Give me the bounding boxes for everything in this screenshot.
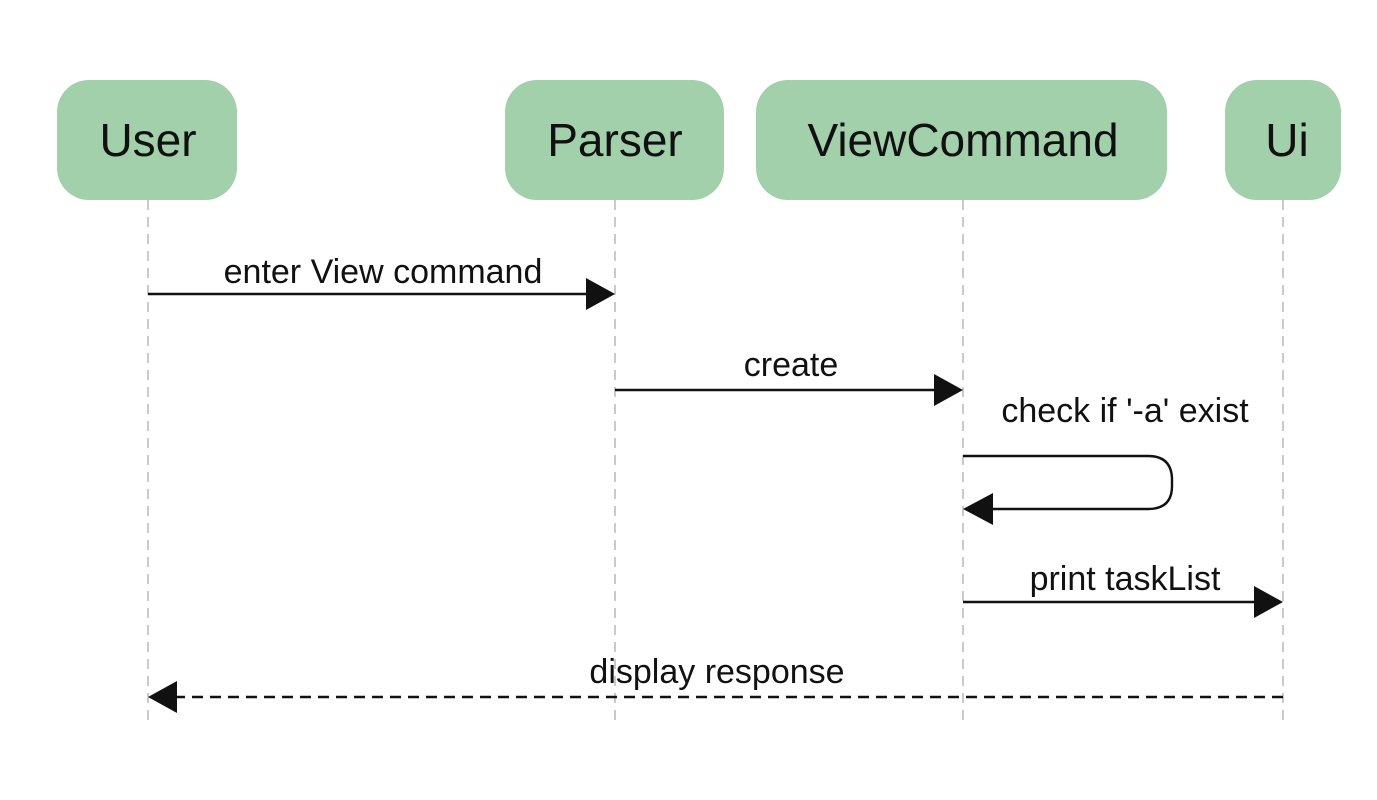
arrow-head-left-icon — [148, 681, 177, 713]
message-label-create: create — [744, 346, 839, 384]
arrow-head-right-icon — [1254, 586, 1283, 618]
message-check-a-exist: check if '-a' exist — [963, 392, 1249, 525]
message-print-tasklist: print taskList — [963, 560, 1283, 618]
message-enter-view-command: enter View command — [148, 253, 615, 310]
participant-user: User — [57, 80, 237, 200]
participant-label-user: User — [99, 114, 196, 166]
participant-label-ui: Ui — [1265, 114, 1308, 166]
lifelines — [147, 200, 1284, 725]
arrow-head-right-icon — [586, 278, 615, 310]
participant-label-parser: Parser — [547, 114, 682, 166]
message-create: create — [615, 346, 963, 406]
message-display-response: display response — [148, 653, 1283, 713]
arrow-head-right-icon — [934, 374, 963, 406]
participant-ui: Ui — [1225, 80, 1341, 200]
message-label-print-tasklist: print taskList — [1030, 560, 1221, 598]
participant-viewcommand: ViewCommand — [756, 80, 1167, 200]
participant-label-viewcommand: ViewCommand — [807, 114, 1118, 166]
message-label-display-response: display response — [589, 653, 844, 691]
message-label-enter-view-command: enter View command — [224, 253, 543, 291]
participant-parser: Parser — [505, 80, 724, 200]
message-label-check-a-exist: check if '-a' exist — [1001, 392, 1249, 430]
arrow-head-left-icon — [963, 493, 993, 525]
